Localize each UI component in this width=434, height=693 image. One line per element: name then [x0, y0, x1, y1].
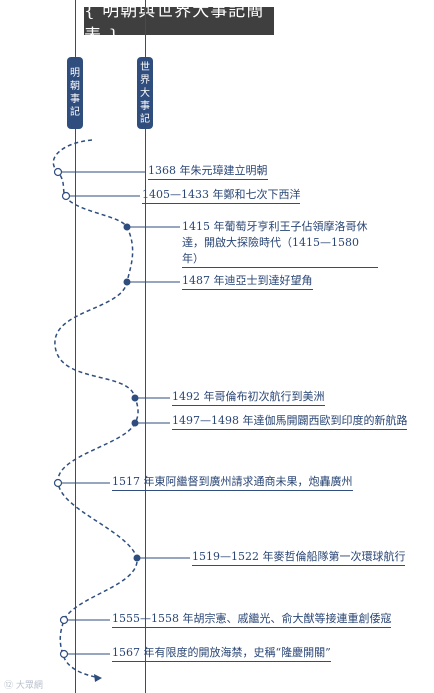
event-marker-filled: [123, 278, 131, 286]
world-label-char: 界: [140, 74, 150, 86]
event-marker-open: [59, 615, 69, 625]
ming-label-char: 事: [70, 94, 80, 105]
event-1555: 1555—1558 年胡宗憲、戚繼光、俞大猷等接連重創倭寇: [112, 611, 392, 628]
ming-column-label: 明 朝 事 記: [67, 57, 83, 129]
world-label-char: 世: [140, 61, 150, 73]
ming-label-char: 朝: [70, 81, 80, 92]
event-1368: 1368 年朱元璋建立明朝: [148, 163, 268, 180]
event-1519: 1519—1522 年麥哲倫船隊第一次環球航行: [192, 549, 406, 566]
ming-events-connectors: [53, 167, 145, 659]
event-marker-filled: [131, 394, 139, 402]
page-title: { 明朝與世界大事記簡表 }: [84, 1, 274, 46]
ming-axis-line: [75, 0, 76, 693]
event-marker-open: [59, 649, 69, 659]
world-column-label: 世 界 大 事 記: [137, 57, 153, 129]
event-1487: 1487 年迪亞士到達好望角: [182, 273, 313, 290]
ming-label-char: 明: [70, 68, 80, 79]
event-marker-filled: [133, 554, 141, 562]
event-marker-open: [61, 191, 71, 201]
event-marker-open: [53, 167, 63, 177]
world-axis-line: [145, 0, 146, 693]
world-label-char: 記: [140, 113, 150, 125]
event-1492: 1492 年哥倫布初次航行到美洲: [172, 389, 325, 406]
event-marker-filled: [123, 223, 131, 231]
timeline-dashed-curve: [52, 139, 139, 679]
watermark-logo: ⑫ 大眾網: [4, 681, 43, 691]
event-1415: 1415 年葡萄牙亨利王子佔領摩洛哥休達，開啟大探險時代（1415—1580 年…: [182, 219, 378, 268]
event-marker-filled: [131, 419, 139, 427]
event-1497: 1497—1498 年達伽馬開闢西歐到印度的新航路: [172, 413, 408, 430]
world-label-char: 大: [140, 87, 150, 99]
world-events-connectors: [123, 223, 190, 562]
event-marker-open: [53, 478, 63, 488]
event-1405: 1405—1433 年鄭和七次下西洋: [142, 187, 301, 204]
ming-label-char: 記: [70, 107, 80, 118]
event-1517: 1517 年東阿繼督到廣州請求通商未果，炮轟廣州: [112, 474, 353, 491]
event-1567: 1567 年有限度的開放海禁，史稱“隆慶開關”: [112, 645, 331, 662]
timeline-arrow-head: [94, 674, 102, 682]
world-label-char: 事: [140, 100, 150, 112]
